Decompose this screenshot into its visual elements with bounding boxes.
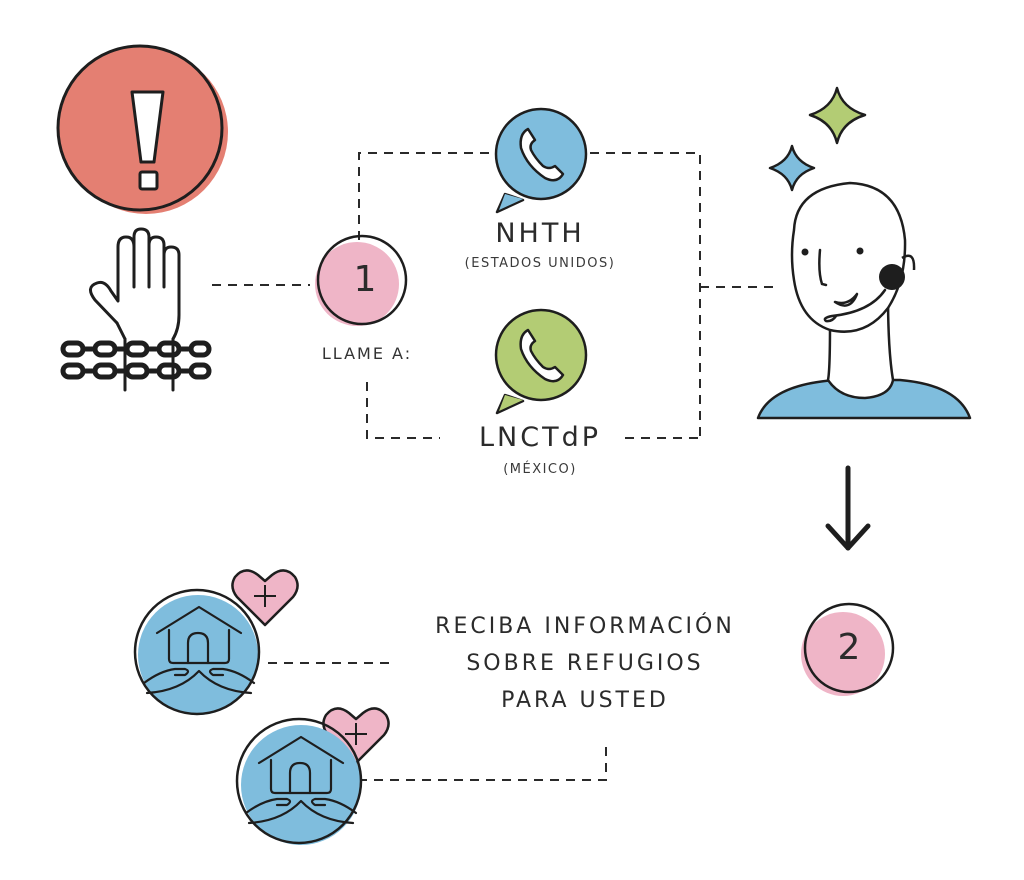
- arrow-down-icon: [825, 465, 871, 551]
- sparkle-green-icon: [808, 86, 867, 145]
- step2-line-1: RECIBA INFORMACIÓN: [435, 614, 735, 639]
- step2-line-2: SOBRE REFUGIOS: [466, 651, 704, 676]
- shelter-hands-icon-1: [133, 569, 299, 716]
- hotline-mx-name: LNCTdP: [478, 422, 601, 453]
- shelter-hands-icon-2: [235, 707, 390, 845]
- connector-shelter2: [358, 742, 607, 781]
- step1-badge: [315, 234, 408, 326]
- step1-label: LLAME A:: [321, 344, 413, 363]
- step2-line-3: PARA USTED: [501, 688, 669, 713]
- connector-nhth-to-right: [590, 152, 701, 438]
- phone-bubble-icon-mx: [494, 308, 588, 415]
- step1-number: 1: [353, 259, 377, 300]
- step2-text: RECIBA INFORMACIÓN SOBRE REFUGIOS PARA U…: [400, 608, 770, 719]
- exclamation-icon: [56, 44, 228, 214]
- chained-hand-icon: [60, 227, 212, 392]
- step2-number: 2: [837, 627, 861, 668]
- headset-operator-icon: [756, 86, 972, 420]
- hotline-us-country: (ESTADOS UNIDOS): [464, 256, 616, 271]
- hotline-mx-country: (MÉXICO): [503, 462, 577, 477]
- connector-step1-to-lnctdp: [366, 382, 440, 439]
- phone-bubble-icon-us: [494, 107, 588, 214]
- step2-badge: [801, 602, 895, 696]
- hotline-us-name: NHTH: [495, 218, 585, 249]
- sparkle-blue-icon: [768, 144, 816, 192]
- connector-step1-to-nhth: [358, 152, 490, 240]
